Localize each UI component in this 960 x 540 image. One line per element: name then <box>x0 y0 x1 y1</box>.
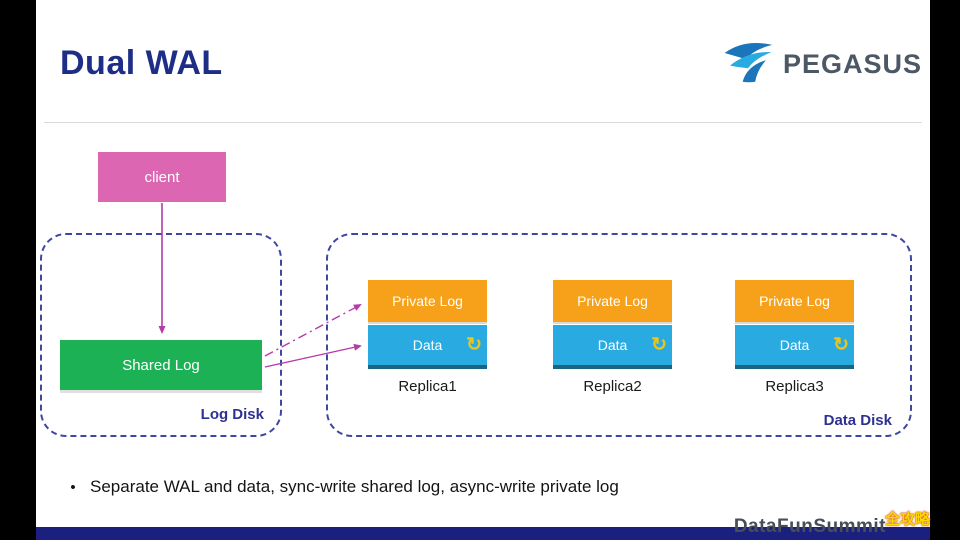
log-disk-container: Log Disk <box>40 233 282 437</box>
shared-log-label: Shared Log <box>122 356 200 374</box>
pegasus-logo-text: PEGASUS <box>782 49 922 79</box>
private-log-box: Private Log <box>553 280 672 322</box>
bullet-text: Separate WAL and data, sync-write shared… <box>90 477 619 496</box>
data-label: Data <box>597 337 628 353</box>
data-box: Data ↻ <box>735 325 854 369</box>
footer-bar <box>36 527 930 540</box>
data-box: Data ↻ <box>368 325 487 369</box>
sync-icon: ↻ <box>651 334 667 356</box>
pegasus-logo: PEGASUS <box>721 38 922 91</box>
data-label: Data <box>412 337 443 353</box>
slide: Dual WAL PEGASUS client Log Disk Shared … <box>36 0 930 540</box>
replica-group-1: Private Log Data ↻ Replica1 <box>368 280 487 395</box>
page-title: Dual WAL <box>60 44 223 82</box>
private-log-box: Private Log <box>735 280 854 322</box>
bullet-row: • Separate WAL and data, sync-write shar… <box>56 477 619 497</box>
private-log-box: Private Log <box>368 280 487 322</box>
data-disk-label: Data Disk <box>823 412 892 429</box>
title-divider <box>44 122 922 123</box>
private-log-label: Private Log <box>577 293 648 309</box>
data-label: Data <box>779 337 810 353</box>
bullet-marker: • <box>70 479 76 496</box>
client-box: client <box>98 152 226 202</box>
replica-group-3: Private Log Data ↻ Replica3 <box>735 280 854 395</box>
sync-icon: ↻ <box>833 334 849 356</box>
replica-group-2: Private Log Data ↻ Replica2 <box>553 280 672 395</box>
replica-name: Replica2 <box>583 378 642 395</box>
shared-log-box: Shared Log <box>60 340 262 390</box>
pegasus-bird-icon <box>721 38 775 91</box>
replica-name: Replica1 <box>398 378 457 395</box>
datafun-watermark: DataFunSummit <box>733 516 886 537</box>
private-log-label: Private Log <box>759 293 830 309</box>
data-box: Data ↻ <box>553 325 672 369</box>
private-log-label: Private Log <box>392 293 463 309</box>
log-disk-label: Log Disk <box>200 406 264 423</box>
replica-name: Replica3 <box>765 378 824 395</box>
badge-text: 全攻略 <box>884 511 930 528</box>
client-label: client <box>144 168 180 186</box>
sync-icon: ↻ <box>466 334 482 356</box>
